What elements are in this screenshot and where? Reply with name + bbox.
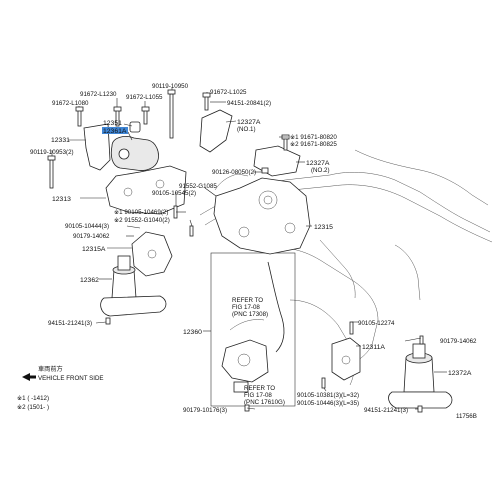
vehicle-front-indicator: 車両前方 VEHICLE FRONT SIDE [22, 365, 104, 382]
label-91552-g1085: 91552-G1085 [179, 183, 217, 190]
front-label-en: VEHICLE FRONT SIDE [38, 375, 104, 382]
mount-12362 [100, 255, 167, 317]
figure-code: 11756B [456, 413, 477, 420]
note-2: ※2 (1501- ) [17, 404, 49, 411]
bracket-12311a [331, 337, 361, 381]
label-12331: 12331 [51, 137, 70, 144]
leader-lines [51, 88, 447, 410]
label-91671-80825: ※2 91671-80825 [290, 141, 337, 148]
label-94151-21241-a: 94151-21241(3) [48, 320, 92, 327]
label-12361a: 12361A [103, 128, 127, 135]
assembly-box-12360 [210, 252, 296, 407]
bracket-12327a-no1 [199, 109, 233, 153]
label-90105-10381: 90105-10381(3)(L=32) [297, 392, 359, 399]
front-label-cn: 車両前方 [38, 365, 63, 373]
note-1: ※1 ( -1412) [17, 395, 49, 402]
label-no2: (NO.2) [311, 167, 330, 174]
label-12362: 12362 [80, 277, 99, 284]
bracket-12331 [83, 123, 111, 171]
label-12327a-no2: 12327A [306, 160, 330, 167]
mount-12372a [388, 343, 453, 409]
part-12351 [129, 121, 141, 133]
label-91671-80820: ※1 91671-80820 [290, 134, 337, 141]
callout-labels: 90119-10950 91672-L1025 94151-20841(2) 9… [30, 83, 477, 414]
label-91552-g1040: ※2 91552-G1040(2) [114, 217, 170, 224]
label-90119-10950: 90119-10950 [152, 83, 189, 90]
label-refer2-c: (PNC 17610G) [244, 399, 285, 406]
footnotes: ※1 ( -1412) ※2 (1501- ) [17, 395, 49, 411]
label-90179-10176: 90179-10176(3) [183, 407, 227, 414]
insulator-12361a [110, 136, 159, 171]
label-91672-l1230: 91672-L1230 [80, 91, 117, 98]
label-12327a-no1: 12327A [237, 119, 261, 126]
front-arrow-icon [22, 373, 36, 381]
label-no1: (NO.1) [237, 126, 256, 133]
label-94151-21241-b: 94151-21241(3) [364, 407, 408, 414]
label-refer1-c: (PNC 17308) [232, 311, 268, 318]
vacuum-hose-12360 [221, 261, 285, 393]
label-90179-14062-b: 90179-14062 [440, 338, 477, 345]
label-12315a: 12315A [82, 246, 106, 253]
label-refer1-a: REFER TO [232, 297, 263, 304]
label-90105-10545: 90105-10545(2) [152, 190, 196, 197]
label-90105-10446: 90105-10446(3)(L=35) [297, 400, 359, 407]
label-12313: 12313 [52, 196, 71, 203]
label-90126-08050: 90126-08050(2) [212, 169, 256, 176]
bolts [47, 89, 424, 413]
label-90119-10953: 90119-10953(2) [30, 149, 74, 156]
label-90105-12274: 90105-12274 [358, 320, 395, 327]
label-refer1-b: FIG 17-08 [232, 304, 260, 311]
label-91672-l1025: 91672-L1025 [210, 89, 247, 96]
label-91672-l1080: 91672-L1080 [52, 100, 89, 107]
label-refer2-b: FIG 17-08 [244, 392, 272, 399]
label-12372a: 12372A [448, 370, 472, 377]
bracket-12327a-no2 [253, 145, 301, 177]
label-12360: 12360 [183, 329, 202, 336]
bracket-12313 [105, 165, 187, 215]
label-90179-14062-a: 90179-14062 [73, 233, 110, 240]
label-12311a: 12311A [362, 344, 385, 351]
parts [83, 109, 453, 409]
label-91672-l1055: 91672-L1055 [126, 94, 163, 101]
highlight-12361a [102, 127, 128, 134]
label-90105-10444: 90105-10444(3) [65, 223, 109, 230]
label-94151-20841: 94151-20841(2) [227, 100, 271, 107]
label-12351: 12351 [103, 120, 122, 127]
bracket-12315 [213, 177, 311, 255]
bracket-12315a [131, 231, 173, 277]
label-refer2-a: REFER TO [244, 385, 275, 392]
label-90105-10469: ※1 90105-10469(2) [114, 209, 168, 216]
label-12315: 12315 [314, 224, 333, 231]
